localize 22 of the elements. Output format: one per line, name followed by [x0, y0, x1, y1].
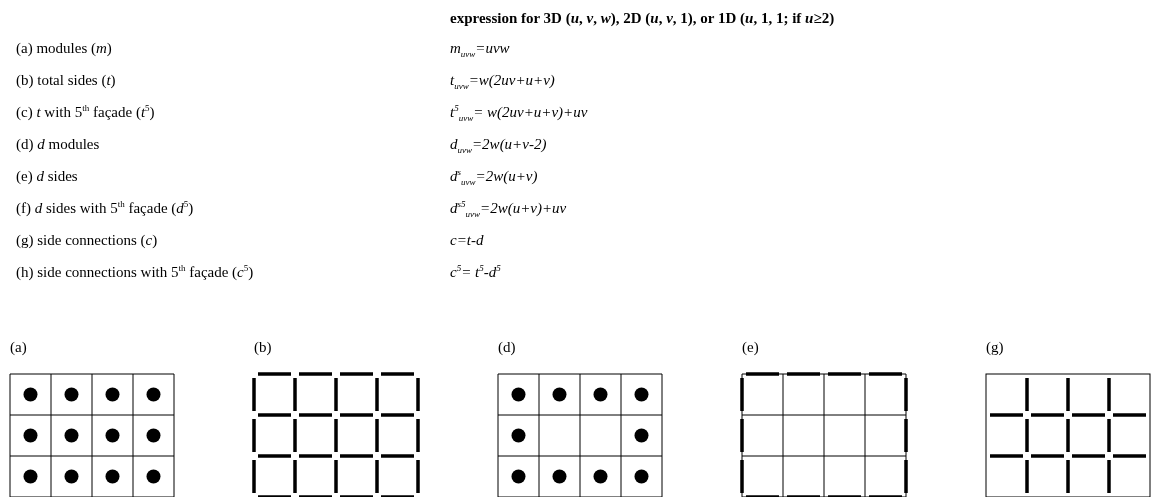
panel-label: (a) — [10, 338, 27, 356]
row-label: (g) side connections (c) — [16, 231, 158, 249]
row-label: (a) modules (m) — [16, 39, 112, 57]
formula: d$_{uvw}$=2w(u+v-2) — [450, 135, 547, 153]
formula: t$^{5}$$_{uvw}$= w(2uv+u+v)+uv — [450, 103, 588, 121]
row-label: (h) side connections with 5$^{th}$ façade (c$^{5}$) — [16, 263, 254, 281]
column-heading: expression for 3D (u, v, w), 2D (u, v, 1), or 1D (u, 1, 1; if u≥2) — [450, 9, 835, 27]
formula: c$^{5}$= t$^{5}$-d$^{5}$ — [450, 263, 501, 281]
formula: d$^{s5}$$_{uvw}$=2w(u+v)+uv — [450, 199, 567, 217]
formula: d$^{s}$$_{uvw}$=2w(u+v) — [450, 167, 538, 185]
panel-label: (d) — [498, 338, 516, 356]
panel-label: (b) — [254, 338, 272, 356]
row-label: (b) total sides (t) — [16, 71, 116, 89]
row-label: (e) d sides — [16, 167, 78, 185]
formula: t$_{uvw}$=w(2uv+u+v) — [450, 71, 555, 89]
formula: m$_{uvw}$=uvw — [450, 39, 510, 57]
row-label: (d) d modules — [16, 135, 100, 153]
panel-label: (e) — [742, 338, 759, 356]
formula: c=t-d — [450, 231, 484, 249]
row-label: (f) d sides with 5$^{th}$ façade (d$^{5}$) — [16, 199, 194, 217]
panel-label: (g) — [986, 338, 1004, 356]
row-label: (c) t with 5$^{th}$ façade (t$^{5}$) — [16, 103, 155, 121]
